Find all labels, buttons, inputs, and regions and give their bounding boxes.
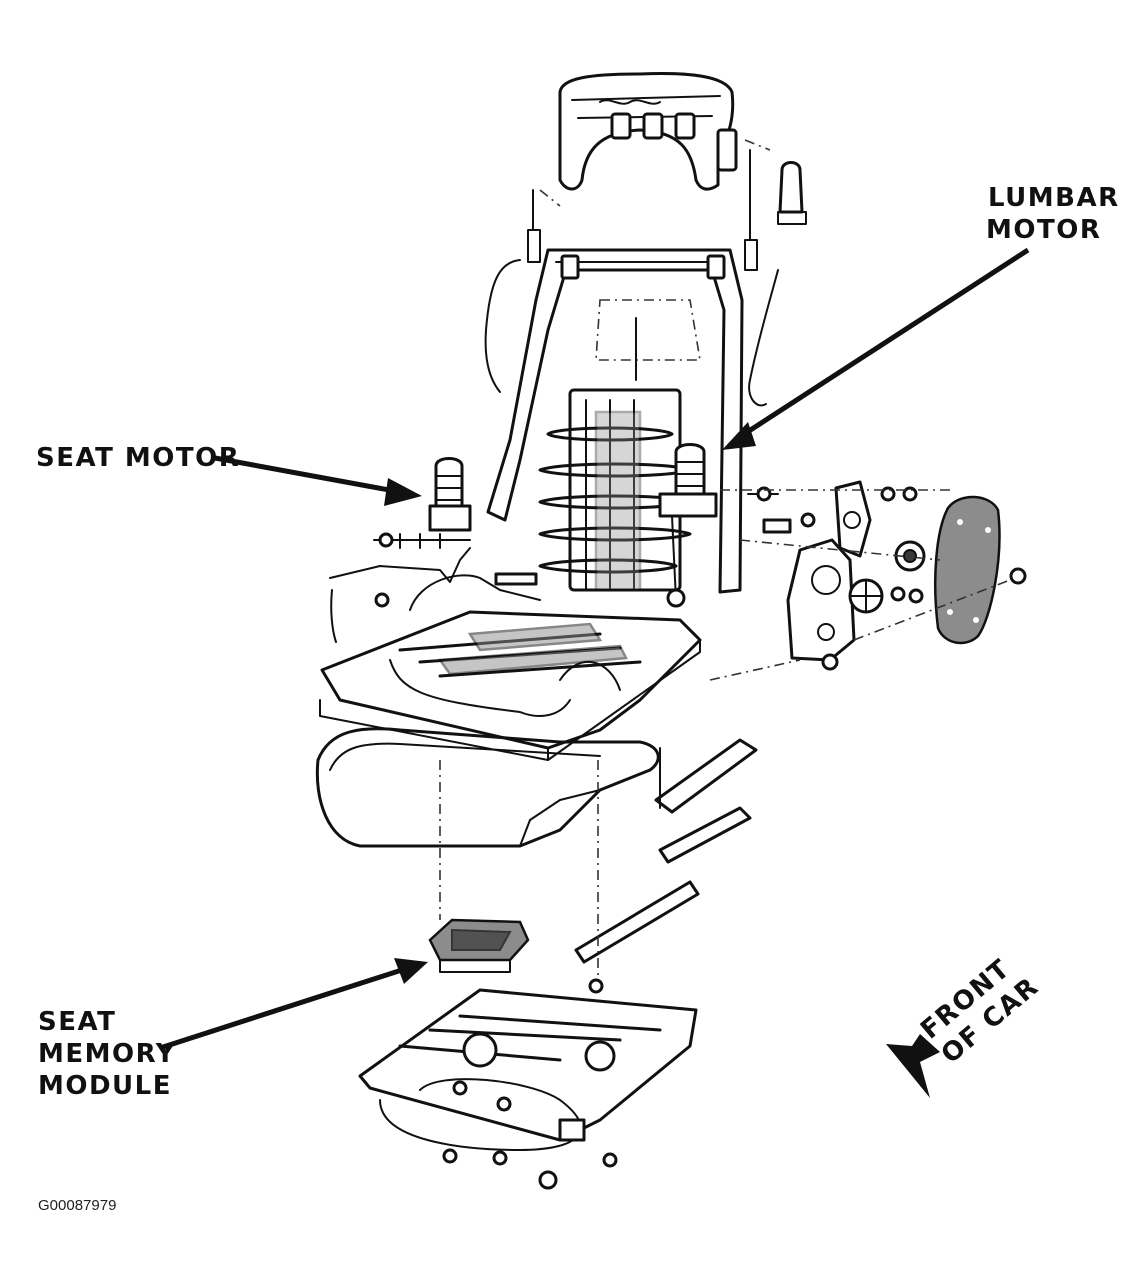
figure-id: G00087979 (38, 1197, 116, 1214)
headrest-frame (558, 72, 738, 191)
seat-memory-module (428, 918, 530, 973)
lumbar-motor-label: LUMBAR MOTOR (986, 183, 1120, 245)
fasteners-right (709, 486, 1027, 681)
side-trim-panel (934, 495, 1001, 645)
seat-track-rails (439, 738, 758, 980)
svg-text:LUMBAR: LUMBAR (988, 183, 1120, 213)
seat-motor-label: SEAT MOTOR (36, 443, 240, 473)
seat-adjuster-base (358, 978, 698, 1190)
lumbar-support-assembly (538, 388, 692, 592)
front-of-car-indicator: FRONT OF CAR (886, 954, 1045, 1098)
svg-text:MOTOR: MOTOR (986, 215, 1101, 245)
seat-motor (373, 457, 472, 549)
front-direction-arrow-icon (886, 1034, 940, 1098)
lumbar-motor (658, 443, 718, 608)
headrest-pins (527, 139, 807, 271)
seat-rods-left (329, 547, 541, 643)
svg-text:SEAT: SEAT (38, 1007, 116, 1037)
svg-text:MEMORY: MEMORY (38, 1039, 176, 1069)
seat-back-frame (484, 248, 779, 594)
lumbar-motor-arrow (722, 247, 1030, 450)
seat-memory-module-label: SEAT MEMORY MODULE (38, 1007, 176, 1101)
svg-text:SEAT MOTOR: SEAT MOTOR (36, 443, 240, 473)
seat-memory-module-arrow (159, 958, 428, 1051)
seat-motor-arrow (214, 455, 422, 506)
seat-cushion-pan (315, 727, 660, 848)
recliner-mechanism (786, 480, 926, 662)
seat-cushion-frame (319, 610, 702, 761)
svg-text:MODULE: MODULE (38, 1071, 172, 1101)
